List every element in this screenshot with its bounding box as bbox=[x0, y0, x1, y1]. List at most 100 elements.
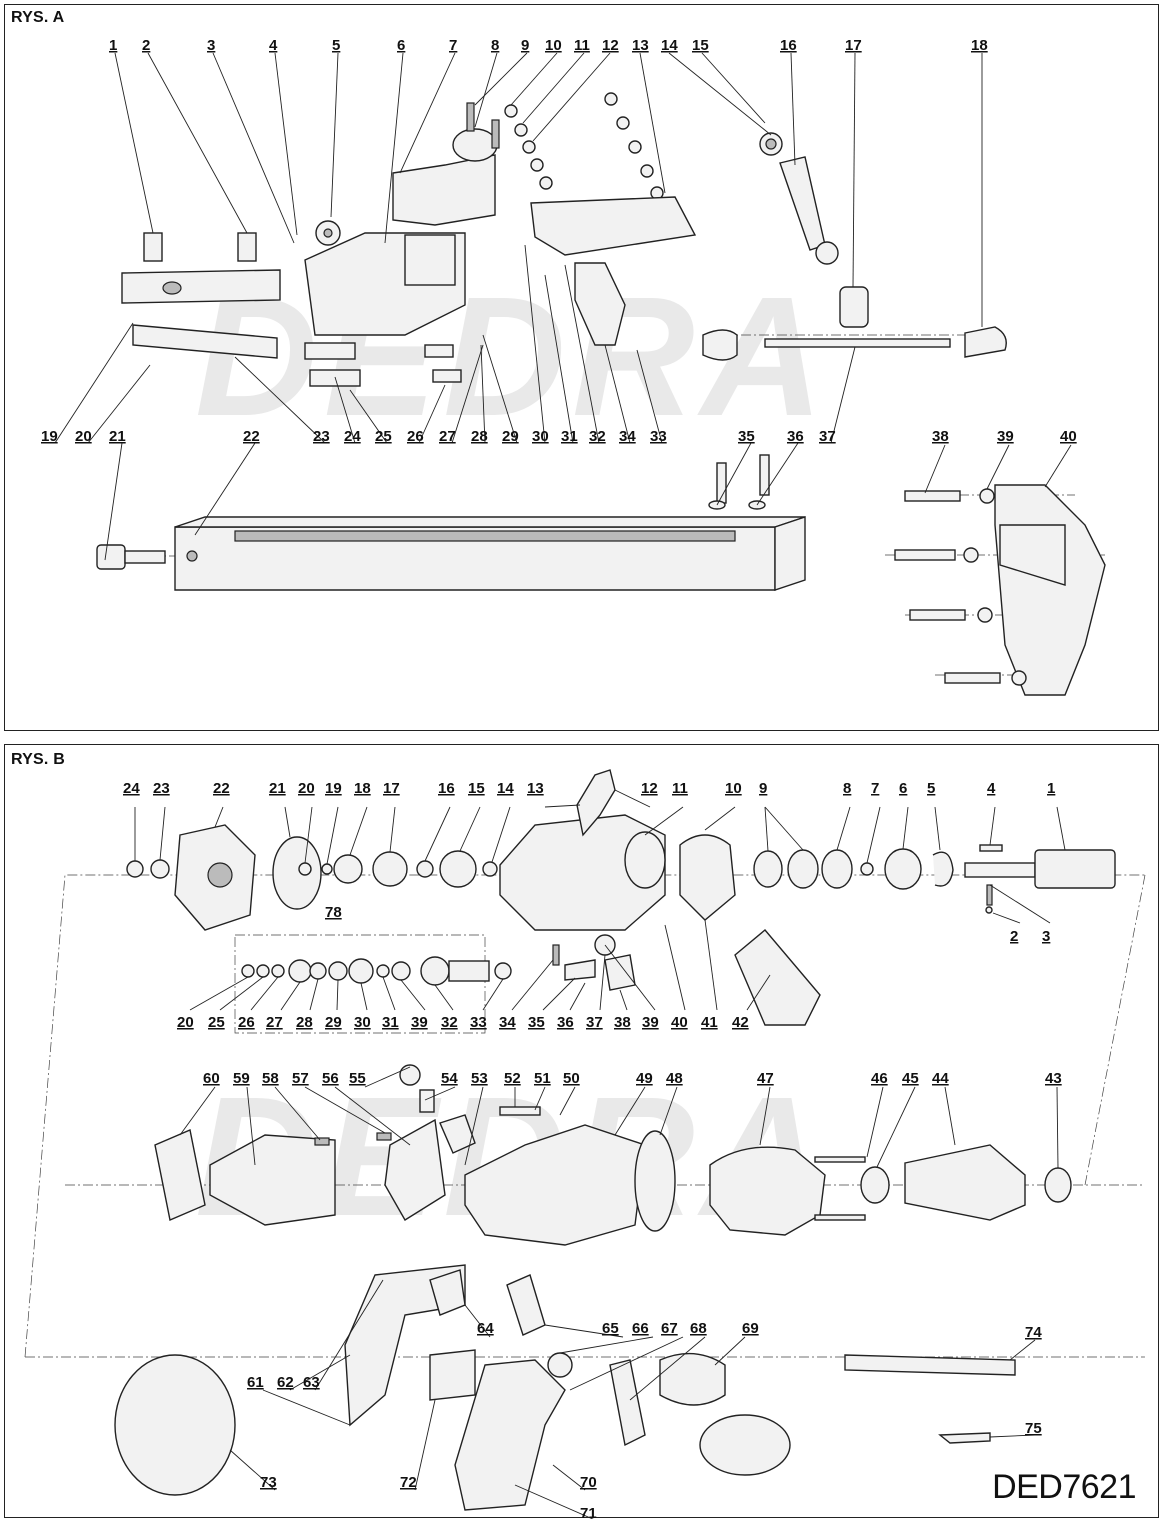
labels-row1: 24 23 22 21 20 19 18 17 16 15 14 13 12 1… bbox=[123, 780, 1055, 797]
bolt-part-21 bbox=[96, 544, 126, 570]
label-b-60: 60 bbox=[203, 1070, 220, 1087]
wrench-part-74 bbox=[844, 1354, 1016, 1376]
gear-part-15 bbox=[439, 850, 477, 888]
spindle-part-1 bbox=[964, 862, 1036, 878]
label-b-r3-33: 33 bbox=[470, 1014, 487, 1031]
plug-part-69 bbox=[659, 1352, 726, 1406]
panel-b-title: RYS. B bbox=[11, 751, 65, 768]
shaft-part-16 bbox=[779, 156, 826, 251]
rack-teeth bbox=[234, 530, 736, 542]
panel-a-title: RYS. A bbox=[11, 9, 65, 26]
label-a-25: 25 bbox=[375, 428, 392, 445]
label-b-19: 19 bbox=[325, 780, 342, 797]
hex-key-part-75 bbox=[938, 1432, 991, 1444]
label-a-28: 28 bbox=[471, 428, 488, 445]
lock-part-39 bbox=[604, 954, 636, 991]
label-b-r3-27: 27 bbox=[266, 1014, 283, 1031]
bearing-part-6 bbox=[884, 848, 922, 890]
label-a-22: 22 bbox=[243, 428, 260, 445]
label-b-59: 59 bbox=[233, 1070, 250, 1087]
plate-upper bbox=[121, 269, 281, 304]
label-b-r3-25: 25 bbox=[208, 1014, 225, 1031]
label-b-r3-42: 42 bbox=[732, 1014, 749, 1031]
label-b-1: 1 bbox=[1047, 780, 1055, 797]
label-b-75: 75 bbox=[1025, 1420, 1042, 1437]
label-b-47: 47 bbox=[757, 1070, 774, 1087]
gear-part-17 bbox=[372, 851, 408, 887]
label-b-18: 18 bbox=[354, 780, 371, 797]
label-b-r3-36: 36 bbox=[557, 1014, 574, 1031]
label-b-r3-30: 30 bbox=[354, 1014, 371, 1031]
label-b-r3-37: 37 bbox=[586, 1014, 603, 1031]
label-b-45: 45 bbox=[902, 1070, 919, 1087]
labels-top: 1 2 3 4 5 6 7 8 9 10 11 12 13 14 15 16 1… bbox=[109, 37, 988, 54]
label-a-30: 30 bbox=[532, 428, 549, 445]
label-b-44: 44 bbox=[932, 1070, 949, 1087]
label-b-51: 51 bbox=[534, 1070, 551, 1087]
label-b-r3-20: 20 bbox=[177, 1014, 194, 1031]
pad-part-2 bbox=[237, 232, 257, 262]
label-a-2: 2 bbox=[142, 37, 150, 54]
plate-part-59 bbox=[209, 1134, 336, 1226]
label-b-67: 67 bbox=[661, 1320, 678, 1337]
label-b-57: 57 bbox=[292, 1070, 309, 1087]
label-b-r3-34: 34 bbox=[499, 1014, 516, 1031]
bracket-part-40 bbox=[994, 484, 1106, 696]
label-a-10: 10 bbox=[545, 37, 562, 54]
label-b-13: 13 bbox=[527, 780, 544, 797]
label-b-6: 6 bbox=[899, 780, 907, 797]
bearing-part-8 bbox=[821, 849, 853, 889]
label-b-21: 21 bbox=[269, 780, 286, 797]
label-a-38: 38 bbox=[932, 428, 949, 445]
plate-lower bbox=[132, 324, 278, 359]
label-b-48: 48 bbox=[666, 1070, 683, 1087]
label-b-5: 5 bbox=[927, 780, 935, 797]
label-b-52: 52 bbox=[504, 1070, 521, 1087]
label-b-66: 66 bbox=[632, 1320, 649, 1337]
plate-part-24 bbox=[304, 342, 356, 360]
label-a-24: 24 bbox=[344, 428, 361, 445]
label-a-12: 12 bbox=[602, 37, 619, 54]
label-b-53: 53 bbox=[471, 1070, 488, 1087]
ball-chain-right bbox=[604, 92, 664, 200]
label-a-1: 1 bbox=[109, 37, 117, 54]
cable-guard-part-68 bbox=[609, 1359, 646, 1447]
label-b-50: 50 bbox=[563, 1070, 580, 1087]
bearing-part-43 bbox=[1044, 1167, 1072, 1203]
label-a-34: 34 bbox=[619, 428, 636, 445]
label-b-63: 63 bbox=[303, 1374, 320, 1391]
label-b-r3-35: 35 bbox=[528, 1014, 545, 1031]
label-a-23: 23 bbox=[313, 428, 330, 445]
label-b-17: 17 bbox=[383, 780, 400, 797]
label-a-17: 17 bbox=[845, 37, 862, 54]
label-a-39: 39 bbox=[997, 428, 1014, 445]
label-a-19: 19 bbox=[41, 428, 58, 445]
flange-part-56 bbox=[384, 1118, 446, 1221]
ring-part-5 bbox=[932, 851, 954, 887]
label-a-6: 6 bbox=[397, 37, 405, 54]
handle-part-34 bbox=[574, 262, 626, 346]
model-number: DED7621 bbox=[992, 1468, 1136, 1506]
label-a-16: 16 bbox=[780, 37, 797, 54]
armature-part-44 bbox=[904, 1144, 1026, 1221]
gasket-part-21 bbox=[272, 836, 322, 910]
labels-row4: 60 59 58 57 56 55 54 53 52 51 50 49 48 4… bbox=[203, 1070, 1062, 1087]
assembly-group-78 bbox=[241, 956, 512, 986]
pad-part-1 bbox=[143, 232, 163, 262]
label-b-73: 73 bbox=[260, 1474, 277, 1491]
diagram-panel-a: RYS. A DEDRA bbox=[4, 4, 1159, 731]
label-b-12: 12 bbox=[641, 780, 658, 797]
clamp-part-8 bbox=[392, 154, 496, 226]
label-b-r3-26: 26 bbox=[238, 1014, 255, 1031]
label-b-16: 16 bbox=[438, 780, 455, 797]
label-b-7: 7 bbox=[871, 780, 879, 797]
labels-row2: 78 2 3 bbox=[325, 904, 1050, 945]
label-b-72: 72 bbox=[400, 1474, 417, 1491]
side-handle-part-42 bbox=[734, 929, 821, 1026]
label-b-61: 61 bbox=[247, 1374, 264, 1391]
label-b-r3-32: 32 bbox=[441, 1014, 458, 1031]
label-a-14: 14 bbox=[661, 37, 678, 54]
label-a-40: 40 bbox=[1060, 428, 1077, 445]
gear-part-18 bbox=[333, 854, 363, 884]
label-b-r3-41: 41 bbox=[701, 1014, 718, 1031]
